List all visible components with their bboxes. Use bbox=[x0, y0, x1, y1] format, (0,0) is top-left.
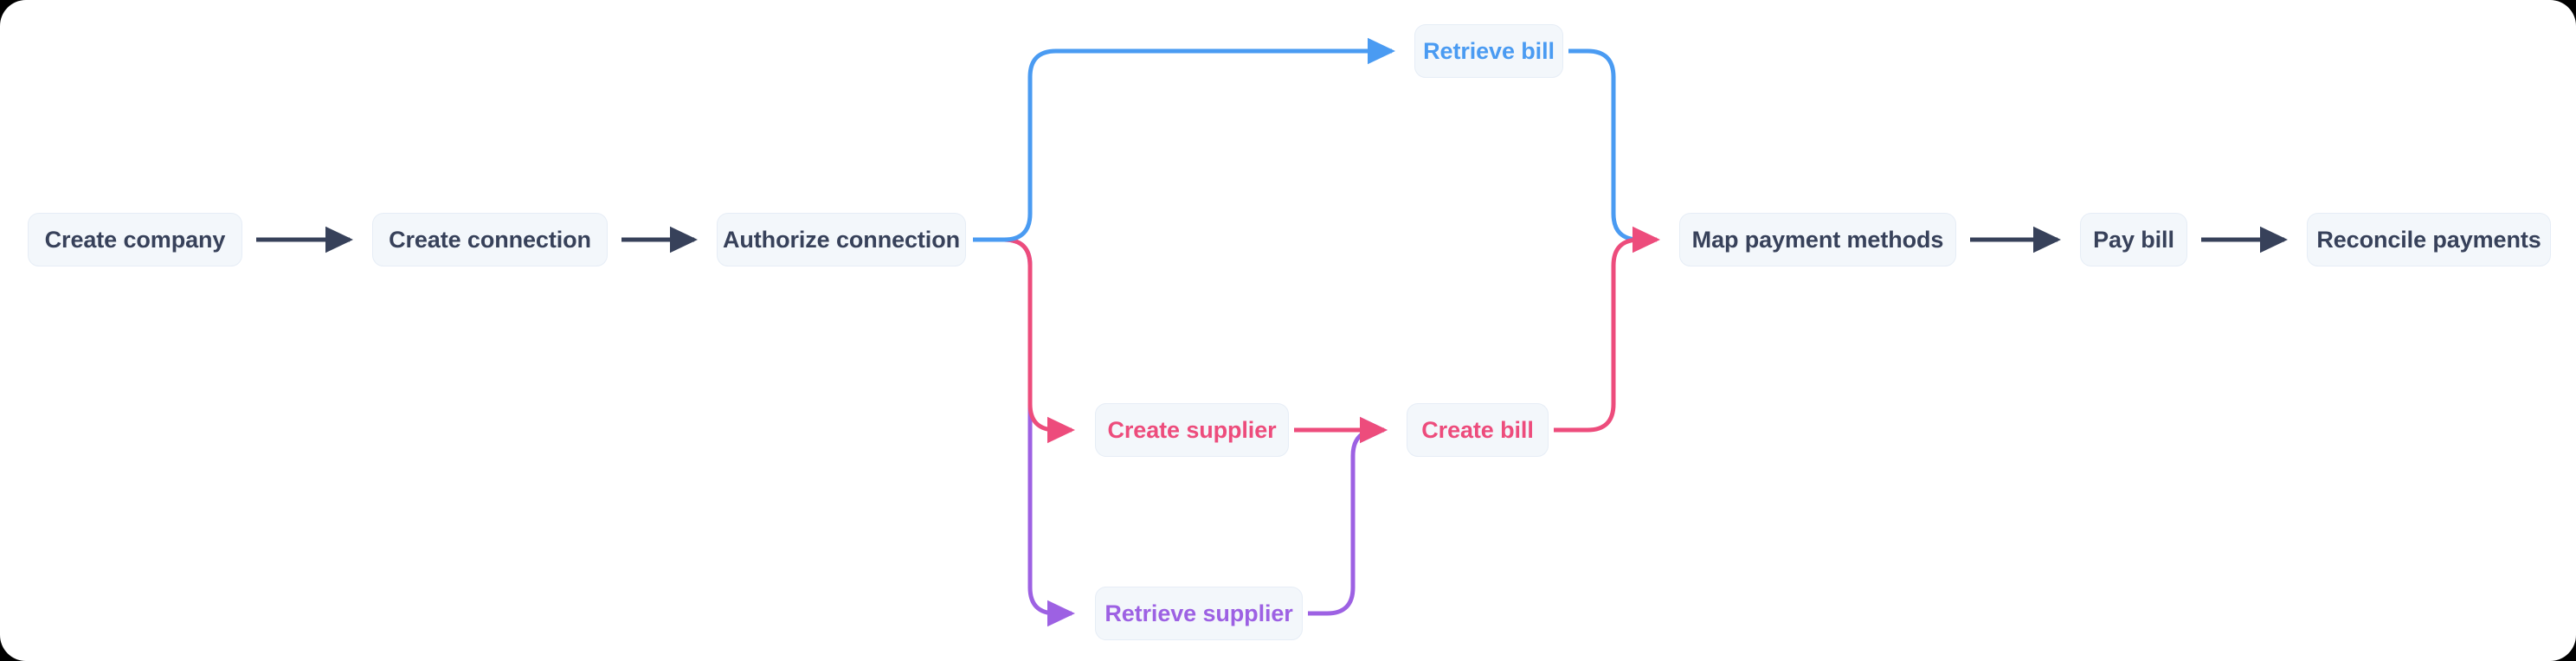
node-label: Create connection bbox=[389, 226, 591, 253]
edge-retrieve-supplier-to-create-bill bbox=[1308, 416, 1388, 616]
edge-retrieve-bill-to-map-payment-methods bbox=[1568, 48, 1657, 242]
node-authorize-connection[interactable]: Authorize connection bbox=[717, 213, 966, 266]
node-label: Map payment methods bbox=[1691, 226, 1944, 253]
node-reconcile-payments[interactable]: Reconcile payments bbox=[2307, 213, 2551, 266]
node-label: Create company bbox=[44, 226, 226, 253]
edge-create-bill-to-map-payment-methods bbox=[1554, 226, 1661, 433]
node-label: Create bill bbox=[1421, 416, 1534, 443]
node-create-supplier[interactable]: Create supplier bbox=[1095, 403, 1289, 457]
node-create-bill[interactable]: Create bill bbox=[1407, 403, 1549, 457]
node-create-connection[interactable]: Create connection bbox=[372, 213, 608, 266]
node-retrieve-bill[interactable]: Retrieve bill bbox=[1414, 24, 1563, 78]
node-label: Retrieve bill bbox=[1423, 37, 1555, 64]
node-create-company[interactable]: Create company bbox=[28, 213, 242, 266]
node-label: Pay bill bbox=[2093, 226, 2174, 253]
edge-authorize-connection-to-create-supplier bbox=[973, 237, 1076, 444]
node-map-payment-methods[interactable]: Map payment methods bbox=[1679, 213, 1956, 266]
node-label: Create supplier bbox=[1107, 416, 1277, 443]
node-pay-bill[interactable]: Pay bill bbox=[2080, 213, 2187, 266]
edge-authorize-connection-to-retrieve-bill bbox=[973, 37, 1396, 242]
node-label: Retrieve supplier bbox=[1104, 600, 1293, 626]
edge-authorize-connection-to-retrieve-supplier bbox=[973, 237, 1076, 627]
node-retrieve-supplier[interactable]: Retrieve supplier bbox=[1095, 587, 1303, 640]
node-label: Reconcile payments bbox=[2316, 226, 2541, 253]
node-label: Authorize connection bbox=[723, 226, 960, 253]
